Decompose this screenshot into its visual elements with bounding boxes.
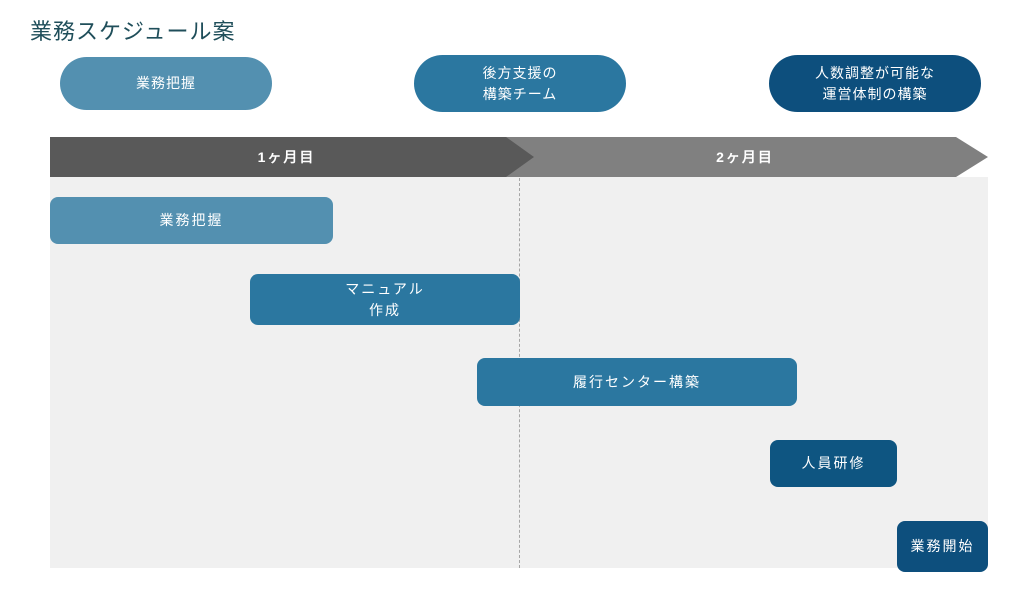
task-bar-1-line-1: 業務把握: [159, 212, 224, 228]
task-bar-1[interactable]: 業務把握: [50, 197, 333, 244]
task-bar-3-line-1: 履行センター構築: [573, 373, 701, 390]
period-header-month-2: 2ヶ月目: [506, 137, 988, 177]
task-bar-4-line-1: 人員研修: [801, 455, 866, 471]
goal-pill-2[interactable]: 後方支援の 構築チーム: [414, 55, 626, 112]
goal-pill-1-line-1: 業務把握: [136, 75, 196, 92]
goal-pill-3[interactable]: 人数調整が可能な 運営体制の構築: [769, 55, 981, 112]
task-bar-4[interactable]: 人員研修: [770, 440, 897, 487]
period-header-month-1-label: 1ヶ月目: [257, 149, 316, 165]
task-bar-5-line-1: 業務開始: [910, 538, 975, 554]
goal-pill-2-line-1: 後方支援の: [482, 65, 558, 82]
task-bar-2-line-1: マニュアル: [345, 280, 425, 297]
task-bar-3[interactable]: 履行センター構築: [477, 358, 797, 406]
task-bar-2[interactable]: マニュアル 作成: [250, 274, 520, 325]
period-header-month-2-label: 2ヶ月目: [716, 149, 774, 165]
goal-pill-3-line-1: 人数調整が可能な: [815, 65, 935, 82]
goal-pill-3-line-2: 運営体制の構築: [822, 85, 928, 102]
period-header-month-1: 1ヶ月目: [50, 137, 555, 177]
task-bar-2-line-2: 作成: [369, 301, 401, 318]
page-title: 業務スケジュール案: [30, 19, 236, 44]
goal-pill-2-line-2: 構築チーム: [482, 85, 558, 102]
goal-pill-1[interactable]: 業務把握: [60, 57, 272, 110]
task-bar-5[interactable]: 業務開始: [897, 521, 988, 572]
